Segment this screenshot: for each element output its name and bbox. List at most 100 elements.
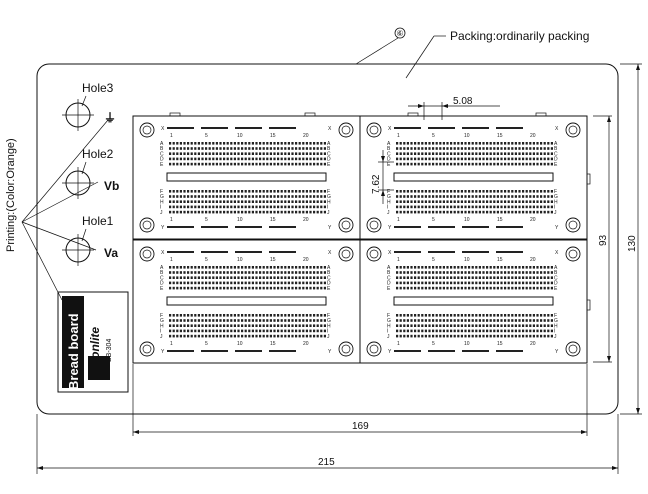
board-tab	[407, 112, 419, 117]
power-rail-holes	[269, 350, 296, 352]
terminal-strip	[169, 190, 326, 214]
row-label: E	[327, 162, 331, 168]
rail-label: Y	[328, 225, 332, 231]
column-label: 20	[530, 217, 536, 223]
printing-leaders	[21, 119, 109, 301]
column-label: 10	[237, 133, 243, 139]
terminal-strip	[169, 142, 326, 166]
packing-label: Packing:ordinarily packing	[450, 29, 589, 43]
column-label: 20	[530, 133, 536, 139]
hole-label: Hole2	[82, 147, 114, 161]
column-label: 20	[303, 217, 309, 223]
screw-hole	[338, 217, 354, 233]
row-label: A	[327, 141, 331, 147]
row-label: H	[554, 199, 558, 205]
row-label: J	[387, 334, 390, 340]
packing-leader	[405, 35, 435, 79]
screw-hole	[338, 246, 354, 262]
row-label: I	[160, 329, 161, 335]
row-label: F	[160, 313, 163, 319]
hole-symbol: ⏚	[104, 111, 116, 125]
board-tab	[304, 112, 316, 117]
rail-label: X	[161, 250, 165, 256]
board-tab	[535, 112, 547, 117]
power-rail-holes	[496, 226, 523, 228]
logo-brand-text: Bread board	[66, 313, 81, 390]
column-label: 10	[464, 133, 470, 139]
row-label: F	[327, 313, 330, 319]
row-label: E	[554, 162, 558, 168]
logo-brand-box	[62, 296, 84, 388]
logo-model-text: BB-304	[106, 339, 113, 362]
center-channel	[166, 172, 327, 182]
power-rail-holes	[201, 127, 228, 129]
column-label: 15	[270, 257, 276, 263]
column-label: 5	[205, 257, 208, 263]
power-rail-holes	[235, 127, 262, 129]
rail-label: Y	[161, 225, 165, 231]
column-label: 20	[303, 341, 309, 347]
row-label: F	[554, 189, 557, 195]
rail-label: X	[328, 126, 332, 132]
row-label: H	[387, 323, 391, 329]
screw-hole	[565, 341, 581, 357]
row-label: G	[160, 194, 164, 200]
row-label: I	[387, 329, 388, 335]
column-label: 10	[464, 217, 470, 223]
row-label: A	[160, 265, 164, 271]
board-tab	[169, 112, 181, 117]
row-label: G	[327, 194, 331, 200]
row-label: F	[387, 189, 390, 195]
screw-hole	[139, 122, 155, 138]
row-label: A	[160, 141, 164, 147]
row-label: B	[387, 146, 391, 152]
row-label: D	[387, 281, 391, 287]
row-label: J	[160, 334, 163, 340]
rail-label: X	[328, 250, 332, 256]
power-rail-holes	[428, 251, 455, 253]
row-label: C	[554, 151, 558, 157]
rail-label: Y	[388, 349, 392, 355]
row-label: D	[327, 281, 331, 287]
column-label: 1	[170, 257, 173, 263]
row-label: F	[554, 313, 557, 319]
hole-symbol: Va	[104, 246, 118, 260]
power-rail-holes	[235, 350, 262, 352]
row-label: E	[160, 162, 164, 168]
row-label: G	[160, 318, 164, 324]
column-label: 1	[170, 341, 173, 347]
row-label: J	[160, 210, 163, 216]
rail-label: Y	[328, 349, 332, 355]
power-rail-holes	[394, 127, 421, 129]
screw-hole	[366, 217, 382, 233]
column-label: 15	[270, 217, 276, 223]
column-label: 5	[432, 217, 435, 223]
power-rail-holes	[235, 226, 262, 228]
row-label: D	[160, 281, 164, 287]
row-label: I	[554, 205, 555, 211]
rail-label: X	[388, 250, 392, 256]
row-label: B	[387, 270, 391, 276]
screw-hole	[338, 341, 354, 357]
row-label: H	[160, 323, 164, 329]
row-label: B	[160, 146, 164, 152]
screw-hole	[565, 246, 581, 262]
terminal-strip	[396, 314, 553, 338]
row-label: D	[554, 281, 558, 287]
column-label: 1	[170, 133, 173, 139]
row-label: C	[327, 275, 331, 281]
row-label: A	[554, 265, 558, 271]
power-rail-holes	[394, 226, 421, 228]
board-side-tab	[586, 173, 591, 185]
power-rail-holes	[269, 251, 296, 253]
terminal-strip	[396, 190, 553, 214]
hole-label: Hole3	[82, 81, 114, 95]
column-label: 15	[270, 341, 276, 347]
row-label: J	[554, 210, 557, 216]
power-rail-holes	[496, 127, 523, 129]
